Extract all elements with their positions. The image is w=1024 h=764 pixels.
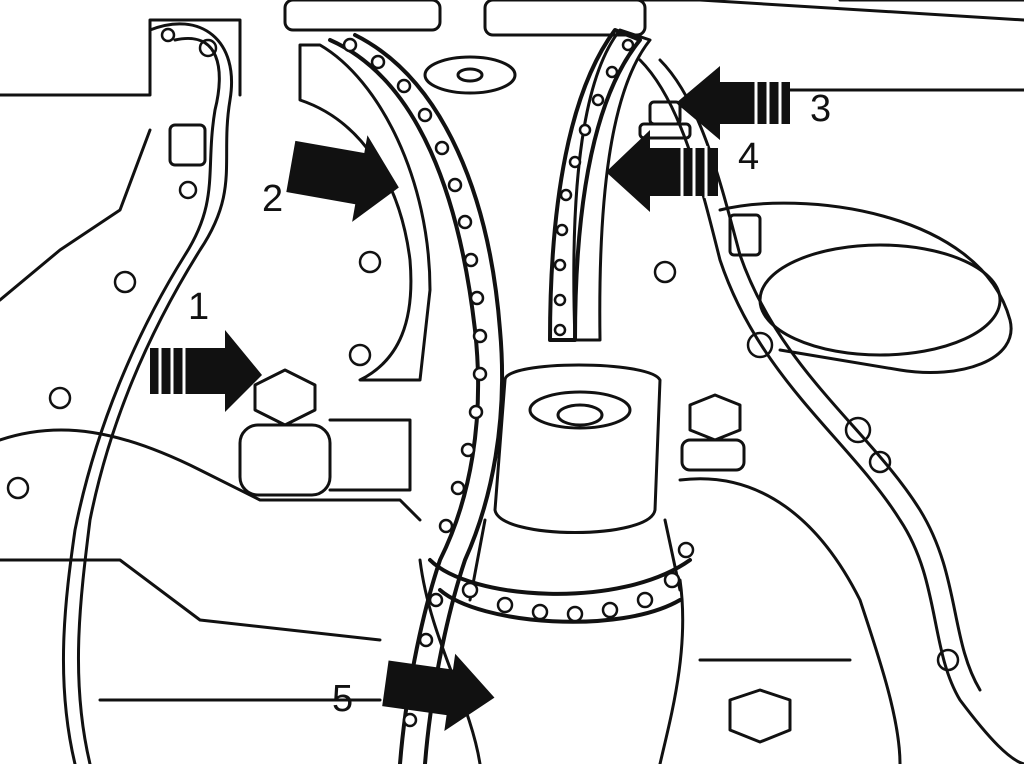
arrow-4 <box>606 130 718 212</box>
arrow-1 <box>150 330 262 412</box>
crank-sprocket-body <box>493 363 662 534</box>
block-outline-right <box>638 0 1024 92</box>
bolt-3 <box>638 100 692 140</box>
arrow-2 <box>286 135 399 222</box>
callout-1: 1 <box>188 286 210 328</box>
right-housing <box>678 477 902 764</box>
callout-3: 3 <box>810 88 832 130</box>
arrow-5 <box>382 653 495 732</box>
callout-2: 2 <box>262 178 284 220</box>
timing-chain-left-run <box>328 38 481 764</box>
lower-housing <box>0 428 422 702</box>
crank-pulley <box>418 558 685 764</box>
bolt-right-tensioner <box>680 393 746 472</box>
cover-gasket-left <box>76 22 233 764</box>
cover-gasket-left-inner <box>61 37 221 764</box>
cam-sprocket-left <box>283 0 442 32</box>
timing-chain-right-run <box>548 28 642 342</box>
arrow-3 <box>676 66 790 140</box>
callout-4: 4 <box>738 136 760 178</box>
bolt-top-left <box>168 123 207 167</box>
timing-chain-crank-wrap <box>428 558 692 624</box>
right-bore <box>758 243 1002 357</box>
bolt-lower-right <box>728 688 792 744</box>
block-outline-left <box>0 18 242 302</box>
bolt-1 <box>238 368 412 497</box>
right-guide-rail <box>572 28 652 342</box>
cam-sprocket-right <box>483 0 647 37</box>
left-tensioner-rail <box>298 43 432 382</box>
head-boss <box>423 55 517 95</box>
callout-5: 5 <box>332 678 354 720</box>
